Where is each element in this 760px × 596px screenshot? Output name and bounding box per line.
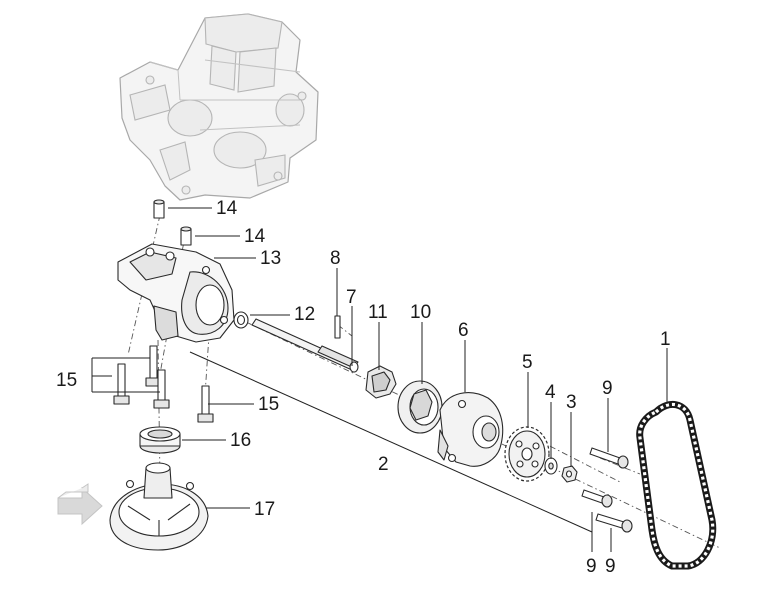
washer bbox=[544, 457, 558, 475]
dowel-pin-upper bbox=[153, 199, 165, 219]
callout-8: 8 bbox=[330, 248, 341, 269]
leader-lines bbox=[91, 207, 668, 552]
oil-pump-housing bbox=[117, 243, 235, 343]
cover-bolt-lower bbox=[595, 513, 633, 533]
drive-chain bbox=[636, 401, 717, 570]
callout-9-lower-right: 9 bbox=[605, 556, 616, 577]
oil-strainer bbox=[109, 462, 209, 551]
callout-6: 6 bbox=[458, 320, 469, 341]
callout-9-upper: 9 bbox=[602, 378, 613, 399]
callout-17: 17 bbox=[254, 499, 275, 520]
cover-bolt-middle bbox=[581, 489, 613, 508]
engine-crankcase-ghost bbox=[119, 13, 319, 201]
callout-2: 2 bbox=[378, 454, 389, 475]
callout-7: 7 bbox=[346, 287, 357, 308]
callout-16: 16 bbox=[230, 430, 251, 451]
inner-rotor bbox=[365, 365, 397, 399]
callout-15-left: 15 bbox=[56, 370, 77, 391]
callout-15-right: 15 bbox=[258, 394, 279, 415]
callout-13: 13 bbox=[260, 248, 281, 269]
o-ring bbox=[233, 311, 249, 329]
callout-9-lower-left: 9 bbox=[586, 556, 597, 577]
callout-10: 10 bbox=[410, 302, 431, 323]
nut bbox=[561, 465, 578, 483]
pump-shaft bbox=[251, 318, 359, 373]
dowel-pin-lower bbox=[180, 226, 192, 246]
housing-bolt-left bbox=[113, 363, 130, 405]
pump-sprocket bbox=[504, 426, 550, 482]
callout-12: 12 bbox=[294, 304, 315, 325]
front-direction-arrow-icon bbox=[57, 483, 103, 526]
callout-4: 4 bbox=[545, 382, 556, 403]
housing-bolt-lower bbox=[153, 369, 170, 409]
callout-14-lower: 14 bbox=[244, 226, 266, 247]
housing-bolt-right bbox=[197, 385, 214, 423]
callout-1: 1 bbox=[660, 329, 671, 350]
callout-5: 5 bbox=[522, 352, 533, 373]
callout-labels: 1 2 3 4 5 6 7 8 9 9 9 10 11 12 13 14 14 … bbox=[56, 198, 671, 577]
drive-pin bbox=[334, 315, 341, 339]
cover-bolt-upper bbox=[589, 447, 629, 469]
outer-rotor bbox=[397, 380, 443, 434]
seal-ring bbox=[139, 426, 181, 454]
callout-14-upper: 14 bbox=[216, 198, 238, 219]
pump-cover bbox=[437, 392, 504, 467]
callout-3: 3 bbox=[566, 392, 577, 413]
callout-11: 11 bbox=[368, 302, 388, 323]
